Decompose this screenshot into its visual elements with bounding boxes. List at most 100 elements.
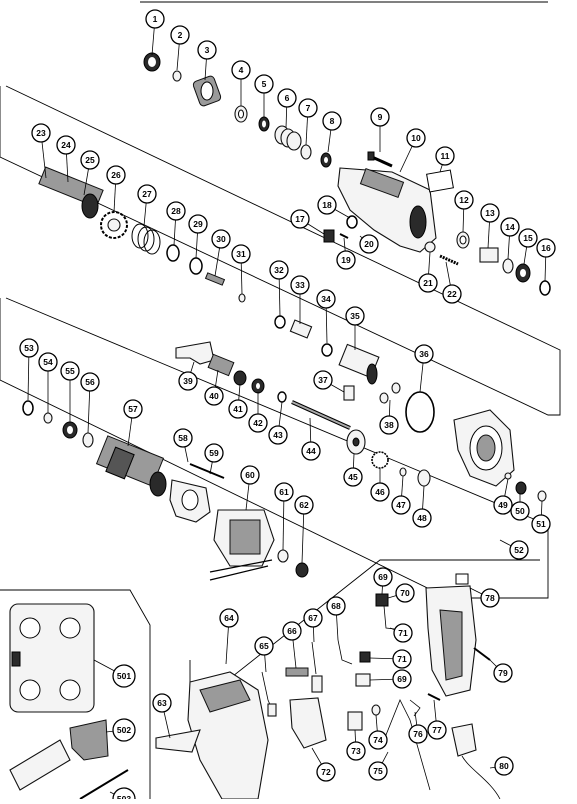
callout-44: 44 bbox=[301, 441, 321, 461]
callout-80: 80 bbox=[494, 756, 514, 776]
callout-circle bbox=[112, 664, 136, 688]
frame-upper bbox=[0, 85, 561, 416]
part-label-78 bbox=[455, 573, 469, 585]
callout-33: 33 bbox=[290, 275, 310, 295]
callout-48: 48 bbox=[412, 508, 432, 528]
callout-17: 17 bbox=[290, 209, 310, 229]
callout-number: 51 bbox=[536, 519, 546, 529]
callout-number: 25 bbox=[85, 155, 95, 165]
callout-41: 41 bbox=[228, 399, 248, 419]
callout-circle bbox=[313, 370, 333, 390]
callout-circle bbox=[56, 135, 76, 155]
leader-line-62 bbox=[301, 504, 305, 564]
callout-number: 35 bbox=[350, 311, 360, 321]
callout-54: 54 bbox=[38, 352, 58, 372]
callout-number: 36 bbox=[419, 349, 429, 359]
callout-number: 7 bbox=[306, 103, 311, 113]
callout-number: 501 bbox=[117, 671, 131, 681]
callout-number: 26 bbox=[111, 170, 121, 180]
callout-19: 19 bbox=[336, 250, 356, 270]
callout-22: 22 bbox=[442, 284, 462, 304]
callout-number: 11 bbox=[441, 151, 450, 161]
part-stator-60 bbox=[209, 509, 275, 581]
callout-number: 6 bbox=[285, 93, 290, 103]
callout-circle bbox=[231, 244, 251, 264]
callout-number: 37 bbox=[318, 375, 328, 385]
callout-49: 49 bbox=[493, 495, 513, 515]
callout-circle bbox=[254, 636, 274, 656]
callout-18: 18 bbox=[317, 195, 337, 215]
callout-circle bbox=[536, 238, 556, 258]
part-spring-6 bbox=[274, 125, 302, 151]
part-small-ring bbox=[172, 70, 182, 82]
callout-number: 5 bbox=[262, 79, 267, 89]
callout-number: 30 bbox=[216, 234, 226, 244]
callout-9: 9 bbox=[370, 107, 390, 127]
part-ring-53 bbox=[22, 400, 34, 416]
callout-3: 3 bbox=[197, 40, 217, 60]
callout-501: 501 bbox=[112, 664, 136, 688]
callout-number: 73 bbox=[351, 746, 361, 756]
callout-circle bbox=[152, 693, 172, 713]
callout-number: 44 bbox=[306, 446, 316, 456]
callout-circle bbox=[427, 720, 447, 740]
callout-circle bbox=[480, 588, 500, 608]
callout-61: 61 bbox=[274, 482, 294, 502]
part-gear-housing-10 bbox=[337, 167, 437, 253]
part-pin-30 bbox=[204, 272, 226, 286]
callout-number: 23 bbox=[36, 128, 46, 138]
callout-circle bbox=[60, 361, 80, 381]
part-ring-34 bbox=[321, 343, 333, 357]
callout-number: 8 bbox=[330, 116, 335, 126]
callout-number: 66 bbox=[287, 626, 297, 636]
part-bearing-62 bbox=[295, 562, 309, 578]
callout-37: 37 bbox=[313, 370, 333, 390]
callout-circle bbox=[435, 146, 455, 166]
callout-circle bbox=[500, 217, 520, 237]
callout-75: 75 bbox=[368, 761, 388, 781]
callout-12: 12 bbox=[454, 190, 474, 210]
part-washer-7 bbox=[300, 144, 312, 160]
callout-circle bbox=[231, 60, 251, 80]
part-armature-57 bbox=[95, 435, 167, 497]
callout-circle bbox=[170, 25, 190, 45]
callout-number: 55 bbox=[65, 366, 75, 376]
callout-52: 52 bbox=[509, 540, 529, 560]
callout-circle bbox=[282, 621, 302, 641]
callout-59: 59 bbox=[204, 443, 224, 463]
part-washer-5 bbox=[258, 116, 270, 132]
callout-number: 32 bbox=[274, 265, 284, 275]
part-lever-39 bbox=[175, 341, 215, 365]
callout-number: 33 bbox=[295, 280, 305, 290]
callout-circle bbox=[509, 540, 529, 560]
callout-number: 2 bbox=[178, 30, 183, 40]
part-gear-26 bbox=[100, 211, 128, 239]
callout-number: 64 bbox=[224, 613, 234, 623]
part-fan-guide-58 bbox=[169, 479, 211, 523]
callout-number: 3 bbox=[205, 45, 210, 55]
callout-56: 56 bbox=[80, 372, 100, 392]
callout-number: 18 bbox=[322, 200, 332, 210]
callout-69: 69 bbox=[373, 567, 393, 587]
part-sleeve-33 bbox=[289, 319, 313, 339]
part-pin-37 bbox=[343, 385, 355, 401]
callout-number: 70 bbox=[400, 588, 410, 598]
callout-number: 13 bbox=[485, 208, 495, 218]
callout-21: 21 bbox=[418, 273, 438, 293]
part-ring-18 bbox=[346, 215, 358, 229]
callout-number: 40 bbox=[209, 391, 219, 401]
callout-65: 65 bbox=[254, 636, 274, 656]
callout-number: 61 bbox=[279, 487, 289, 497]
part-side-handle-502 bbox=[9, 719, 109, 791]
callout-503: 503 bbox=[112, 787, 136, 804]
part-oring-36 bbox=[405, 391, 435, 433]
part-clutch-45 bbox=[346, 429, 366, 455]
callout-circle bbox=[454, 190, 474, 210]
part-cord-75 bbox=[383, 699, 431, 791]
callout-72: 72 bbox=[316, 762, 336, 782]
callout-number: 80 bbox=[499, 761, 509, 771]
callout-36: 36 bbox=[414, 344, 434, 364]
callout-circle bbox=[418, 273, 438, 293]
callout-1: 1 bbox=[145, 9, 165, 29]
callout-circle bbox=[204, 386, 224, 406]
